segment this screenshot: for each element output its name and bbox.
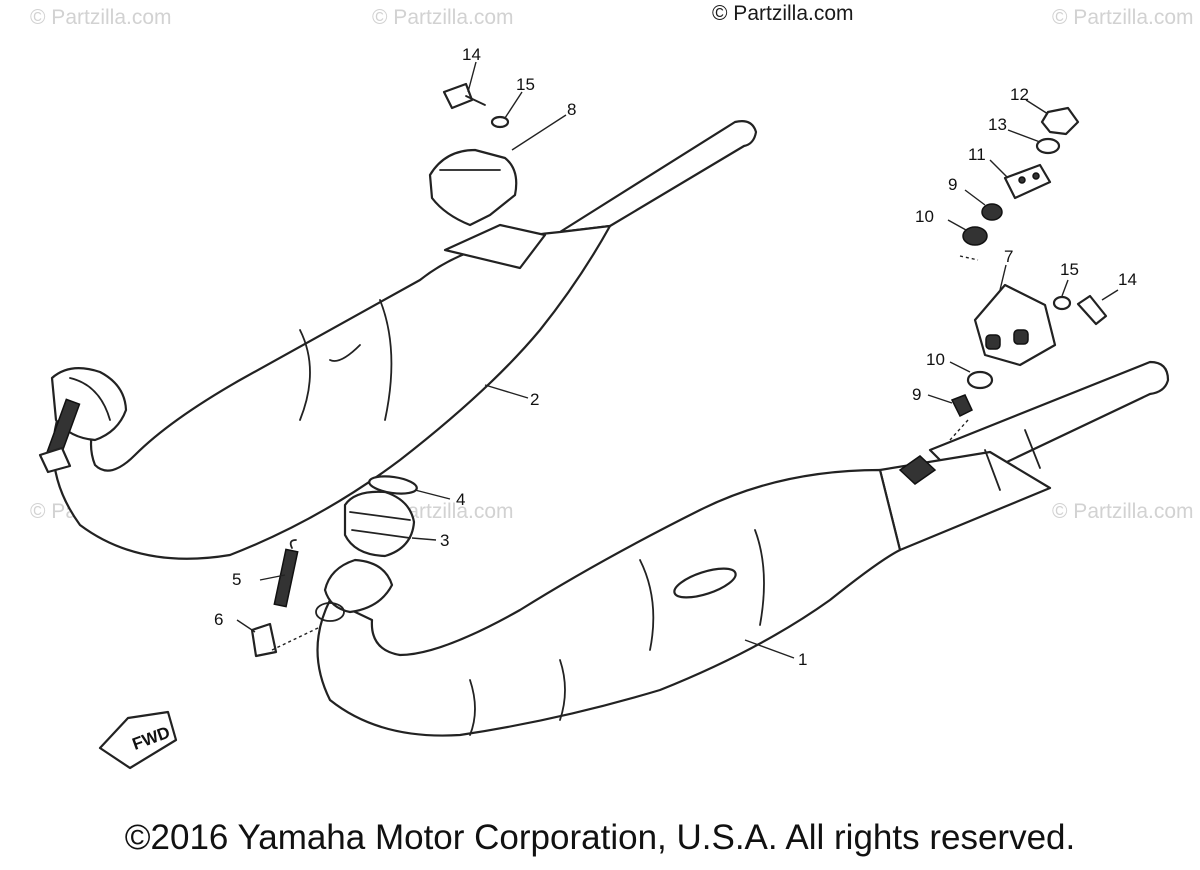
- leader-lines: [236, 61, 1119, 659]
- washer-part-15-right[interactable]: [1052, 295, 1072, 311]
- callout-numbers: 14 15 8 2 4 3 5 6 1 12 13 11 9 10 7 15 1…: [214, 45, 1137, 669]
- bracket-part-7[interactable]: [973, 283, 1057, 367]
- bracket-part-8[interactable]: [428, 148, 547, 270]
- collar-part-10-top[interactable]: [962, 226, 988, 246]
- spring-part-5[interactable]: [273, 539, 299, 608]
- watermark-main: © Partzilla.com: [712, 2, 854, 25]
- callout-14-right: 14: [1118, 270, 1137, 289]
- callout-1: 1: [798, 650, 807, 669]
- callout-7: 7: [1004, 247, 1013, 266]
- callout-11: 11: [968, 145, 986, 164]
- muffler-part-2[interactable]: [38, 120, 758, 560]
- bolt-part-14-top[interactable]: [442, 82, 486, 110]
- watermark: © Partzilla.com: [30, 6, 172, 29]
- washer-part-15-top[interactable]: [490, 115, 510, 129]
- callout-2: 2: [530, 390, 539, 409]
- muffler-part-1[interactable]: [315, 360, 1170, 737]
- watermark: © Partzilla.com: [1052, 6, 1194, 29]
- damper-part-9-top[interactable]: [981, 203, 1003, 221]
- copyright-notice: ©2016 Yamaha Motor Corporation, U.S.A. A…: [124, 818, 1076, 857]
- watermark: © Partzilla.com: [372, 6, 514, 29]
- callout-15-top: 15: [516, 75, 535, 94]
- fwd-arrow: FWD: [98, 710, 178, 770]
- damper-part-9-bottom[interactable]: [950, 394, 973, 418]
- sleeve-part-3[interactable]: [343, 490, 416, 558]
- gasket-part-4[interactable]: [368, 474, 418, 497]
- callout-10-bottom: 10: [926, 350, 945, 369]
- callout-8: 8: [567, 100, 576, 119]
- callout-6: 6: [214, 610, 223, 629]
- callout-4: 4: [456, 490, 465, 509]
- callout-9-bottom: 9: [912, 385, 921, 404]
- callout-15-right: 15: [1060, 260, 1079, 279]
- washer-part-13[interactable]: [1035, 137, 1061, 155]
- callout-3: 3: [440, 531, 449, 550]
- watermark: © Partzilla.com: [1052, 500, 1194, 523]
- callout-5: 5: [232, 570, 241, 589]
- callout-12: 12: [1010, 85, 1029, 104]
- callout-10-top: 10: [915, 207, 934, 226]
- bolt-part-14-right[interactable]: [1076, 294, 1108, 326]
- callout-13: 13: [988, 115, 1007, 134]
- plate-part-11[interactable]: [1003, 163, 1052, 200]
- nut-part-12[interactable]: [1040, 106, 1080, 136]
- callout-9-top: 9: [948, 175, 957, 194]
- hook-part-6[interactable]: [250, 622, 278, 658]
- collar-part-10-bottom[interactable]: [966, 370, 994, 390]
- callout-14-top: 14: [462, 45, 481, 64]
